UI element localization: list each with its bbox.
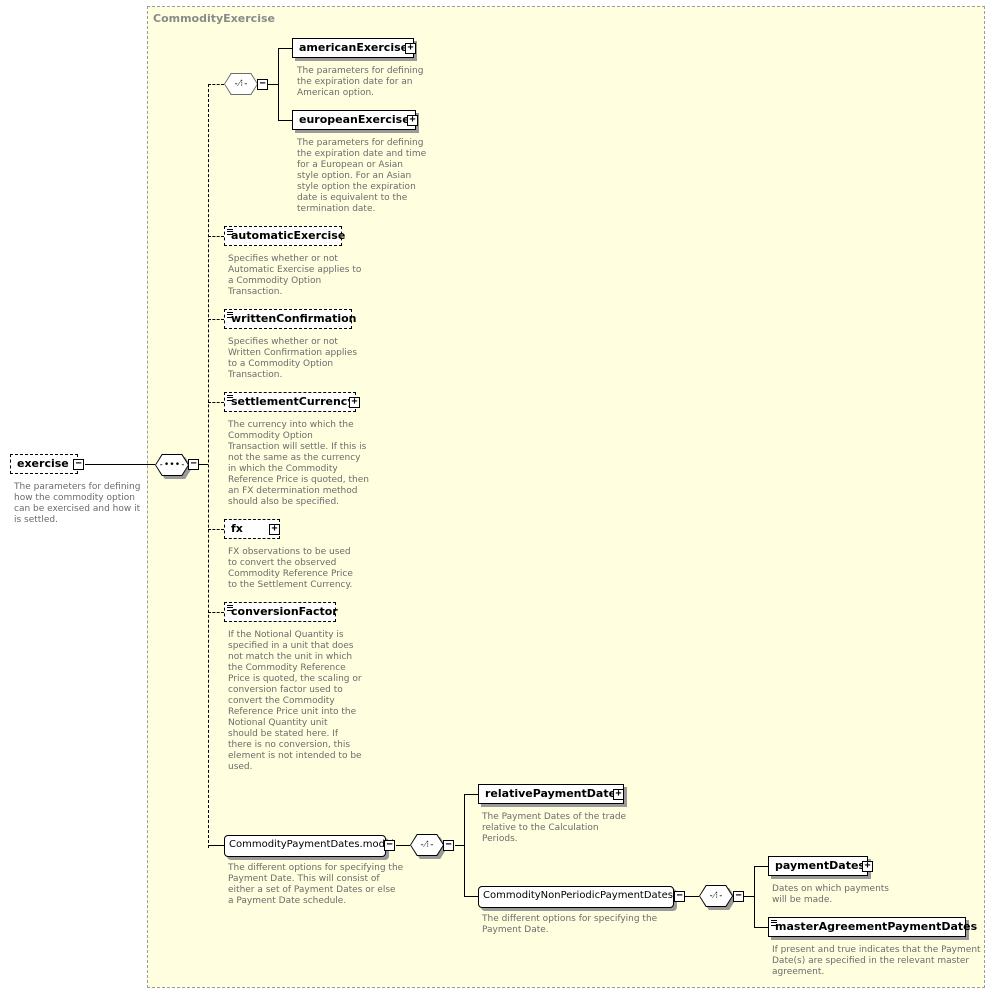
connector bbox=[754, 866, 768, 867]
collapse-icon[interactable]: − bbox=[257, 79, 268, 90]
element-description: FX observations to be used to convert th… bbox=[228, 547, 353, 590]
simple-type-icon bbox=[227, 395, 233, 401]
element-name: writtenConfirmation bbox=[231, 312, 357, 325]
element-description: The parameters for defining the expirati… bbox=[297, 138, 427, 214]
expand-icon[interactable]: + bbox=[613, 789, 624, 800]
expand-icon[interactable]: + bbox=[269, 524, 280, 535]
element-description: The Payment Dates of the trade relative … bbox=[482, 812, 627, 844]
choice-inner: -⁄⁝- bbox=[700, 886, 732, 906]
collapse-icon[interactable]: − bbox=[443, 840, 454, 851]
collapse-icon[interactable]: − bbox=[188, 459, 199, 470]
expand-icon[interactable]: + bbox=[862, 861, 873, 872]
group-commodity-non-periodic-payment-dates[interactable]: CommodityNonPeriodicPaymentDates... bbox=[478, 886, 683, 908]
connector bbox=[208, 84, 209, 848]
expand-icon[interactable]: + bbox=[349, 397, 360, 408]
connector bbox=[208, 319, 224, 320]
element-exercise[interactable]: exercise bbox=[10, 454, 78, 474]
connector bbox=[278, 48, 279, 120]
choice-icon: -⁄⁝- bbox=[233, 79, 249, 89]
element-name: fx bbox=[231, 522, 243, 535]
connector bbox=[754, 866, 755, 927]
group-description: The different options for specifying the… bbox=[482, 914, 658, 935]
element-name: masterAgreementPaymentDates bbox=[775, 920, 978, 933]
connector bbox=[744, 896, 754, 897]
element-name: europeanExercise bbox=[299, 113, 410, 126]
expand-icon[interactable]: + bbox=[405, 43, 416, 54]
element-master-agreement-payment-dates[interactable]: masterAgreementPaymentDates bbox=[768, 917, 977, 937]
connector bbox=[396, 845, 410, 846]
element-description: Specifies whether or not Written Confirm… bbox=[228, 337, 358, 380]
element-description: If present and true indicates that the P… bbox=[772, 945, 981, 977]
choice-icon: -⁄⁝- bbox=[419, 840, 435, 850]
connector bbox=[208, 529, 224, 530]
group-name: CommodityPaymentDates.model bbox=[229, 839, 394, 850]
connector bbox=[278, 48, 292, 49]
connector bbox=[278, 120, 292, 121]
choice-inner: -⁄⁝- bbox=[225, 74, 257, 94]
expand-icon[interactable]: + bbox=[407, 115, 418, 126]
element-name: paymentDates bbox=[775, 859, 865, 872]
connector bbox=[464, 794, 465, 896]
collapse-icon[interactable]: − bbox=[384, 840, 395, 851]
group-commodity-payment-dates-model[interactable]: CommodityPaymentDates.model bbox=[224, 835, 394, 857]
element-description: The parameters for defining how the comm… bbox=[14, 482, 141, 525]
element-conversion-factor[interactable]: conversionFactor bbox=[224, 602, 338, 622]
connector bbox=[208, 84, 224, 85]
connector bbox=[455, 845, 464, 846]
connector bbox=[268, 84, 278, 85]
element-automatic-exercise[interactable]: automaticExercise bbox=[224, 226, 346, 246]
simple-type-icon bbox=[227, 312, 233, 318]
connector bbox=[208, 845, 224, 846]
collapse-icon[interactable]: − bbox=[73, 459, 84, 470]
connector bbox=[199, 464, 208, 465]
connector bbox=[208, 402, 224, 403]
element-name: conversionFactor bbox=[231, 605, 338, 618]
element-description: Specifies whether or not Automatic Exerc… bbox=[228, 254, 362, 297]
sequence-icon: -•••- bbox=[158, 460, 186, 470]
element-name: settlementCurrency bbox=[231, 395, 355, 408]
simple-type-icon bbox=[771, 920, 777, 926]
connector bbox=[754, 927, 768, 928]
connector bbox=[464, 896, 478, 897]
choice-inner: -⁄⁝- bbox=[411, 835, 443, 855]
element-european-exercise[interactable]: europeanExercise bbox=[292, 110, 416, 130]
simple-type-icon bbox=[227, 605, 233, 611]
element-description: The currency into which the Commodity Op… bbox=[228, 420, 369, 507]
element-settlement-currency[interactable]: settlementCurrency bbox=[224, 392, 356, 412]
element-relative-payment-dates[interactable]: relativePaymentDates bbox=[478, 784, 624, 804]
element-written-confirmation[interactable]: writtenConfirmation bbox=[224, 309, 357, 329]
element-description: The parameters for defining the expirati… bbox=[297, 66, 424, 98]
connector bbox=[685, 896, 699, 897]
connector bbox=[208, 236, 224, 237]
element-american-exercise[interactable]: americanExercise bbox=[292, 38, 414, 58]
group-name: CommodityNonPeriodicPaymentDates... bbox=[483, 890, 683, 901]
element-description: Dates on which payments will be made. bbox=[772, 884, 889, 905]
element-name: exercise bbox=[17, 457, 69, 470]
simple-type-icon bbox=[227, 229, 233, 235]
choice-icon: -⁄⁝- bbox=[708, 891, 724, 901]
connector bbox=[464, 794, 478, 795]
element-fx[interactable]: fx bbox=[224, 519, 280, 539]
connector bbox=[208, 612, 224, 613]
element-description: If the Notional Quantity is specified in… bbox=[228, 630, 362, 772]
collapse-icon[interactable]: − bbox=[733, 891, 744, 902]
collapse-icon[interactable]: − bbox=[674, 891, 685, 902]
sequence-inner: -•••- bbox=[156, 455, 188, 475]
element-payment-dates[interactable]: paymentDates bbox=[768, 856, 868, 876]
complex-type-container bbox=[147, 6, 985, 988]
connector bbox=[85, 464, 155, 465]
element-name: automaticExercise bbox=[231, 229, 346, 242]
type-title: CommodityExercise bbox=[153, 12, 275, 25]
element-name: americanExercise bbox=[299, 41, 409, 54]
element-name: relativePaymentDates bbox=[485, 787, 623, 800]
group-description: The different options for specifying the… bbox=[228, 863, 404, 906]
